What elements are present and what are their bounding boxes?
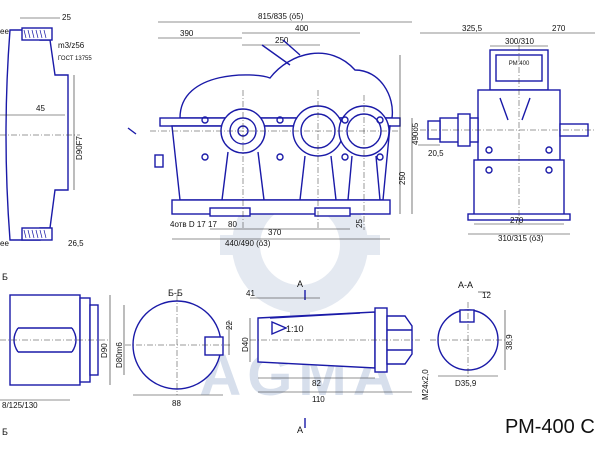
shaft-end-view: 25 m3/z56 ГОСТ 13755 45 D90F7 26,5 ее ее (0, 13, 92, 248)
front-dim-17: 17 (208, 220, 217, 229)
key-section-view: Б-Б 22 88 (125, 288, 234, 408)
front-dim-height-base: 250 (398, 171, 407, 185)
front-dim-overall: 815/835 (ö5) (258, 12, 304, 21)
shaft-end-len: 45 (36, 104, 45, 113)
side-dim-left: 325,5 (462, 24, 483, 33)
front-dim-center: 400 (295, 24, 309, 33)
key-dim-len: 88 (172, 399, 181, 408)
aa-dim-h: 38,9 (505, 334, 514, 350)
shaft-mark-a-bottom: А (297, 425, 303, 435)
key-section-label: Б-Б (168, 288, 183, 298)
side-dim-top: 300/310 (505, 37, 534, 46)
bb-dim-d90: D90 (100, 343, 109, 358)
front-dim-foot-h: 25 (355, 219, 364, 228)
front-dim-base-len: 370 (268, 228, 282, 237)
front-dim-80: 80 (228, 220, 237, 229)
side-dim-feet: 310/315 (ö3) (498, 234, 544, 243)
section-aa-view: А-А 12 38,9 D35,9 (430, 280, 514, 388)
section-bb-view: Б Б D90 D80m6 8/125/130 (0, 272, 125, 437)
front-holes: 4отв D 17 (170, 220, 206, 229)
bb-dim-series: 8/125/130 (2, 401, 38, 410)
shaft-mark-a-top: А (297, 279, 303, 289)
shaft-end-gost: ГОСТ 13755 (58, 56, 92, 62)
shaft-dim-key-w: 41 (246, 289, 255, 298)
section-aa-label: А-А (458, 280, 473, 290)
bb-mark-top: Б (2, 272, 8, 282)
shaft-end-left-top: ее (0, 27, 9, 36)
shaft-dim-thread: M24x2,0 (421, 369, 430, 400)
side-dim-shaft: 20,5 (428, 149, 444, 158)
side-nameplate: РМ 400 (509, 61, 530, 67)
shaft-dim-len: 82 (312, 379, 321, 388)
key-dim-w: 22 (225, 321, 234, 330)
shaft-detail-view: А А 41 1:10 D40 82 110 M24x2,0 (241, 279, 430, 435)
shaft-end-bore: D90F7 (75, 135, 84, 160)
gearbox-front-view: 815/835 (ö5) 390 400 250 (127, 12, 420, 248)
shaft-end-dim-bottom: 26,5 (68, 239, 84, 248)
front-dim-sub: 250 (275, 36, 289, 45)
shaft-dim-diameter: D40 (241, 337, 250, 352)
side-dim-base: 270 (510, 216, 524, 225)
front-dim-height-shaft: 490ö5 (411, 122, 420, 145)
bb-dim-d80: D80m6 (115, 342, 124, 368)
drawing-title: РМ-400 С (505, 416, 595, 438)
shaft-end-thread: m3/z56 (58, 41, 85, 50)
shaft-dim-total: 110 (312, 395, 325, 404)
shaft-end-left-bottom: ее (0, 239, 9, 248)
front-dim-feet: 440/490 (ö3) (225, 239, 271, 248)
aa-dim-d: D35,9 (455, 379, 477, 388)
bb-mark-bottom: Б (2, 427, 8, 437)
gearbox-side-view: 325,5 270 300/310 РМ 400 20,5 270 310/31… (418, 24, 596, 243)
shaft-taper: 1:10 (286, 324, 304, 334)
aa-dim-w: 12 (482, 291, 491, 300)
side-dim-right: 270 (552, 24, 566, 33)
front-dim-left: 390 (180, 29, 194, 38)
shaft-end-dim-top: 25 (62, 13, 71, 22)
